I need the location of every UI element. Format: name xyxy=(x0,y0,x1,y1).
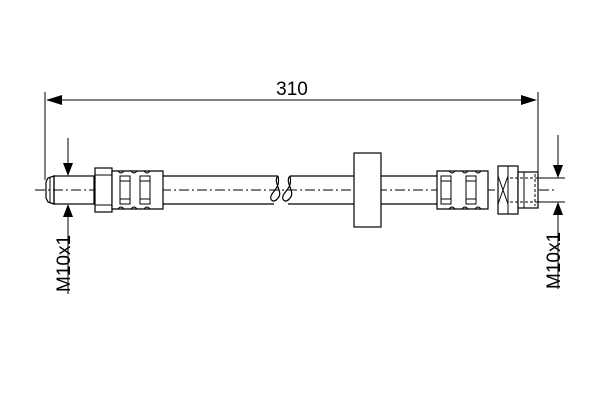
length-dimension: 310 xyxy=(44,79,539,180)
left-thread-callout: M10x1 xyxy=(54,138,75,294)
mounting-bracket xyxy=(353,152,382,228)
right-thread-callout: M10x1 xyxy=(538,135,565,289)
right-nut-fitting xyxy=(436,165,539,215)
left-thread-label: M10x1 xyxy=(54,235,75,292)
length-value: 310 xyxy=(276,79,308,100)
left-thread-fitting xyxy=(45,167,164,213)
right-thread-label: M10x1 xyxy=(544,232,565,289)
hose-body xyxy=(163,175,437,205)
